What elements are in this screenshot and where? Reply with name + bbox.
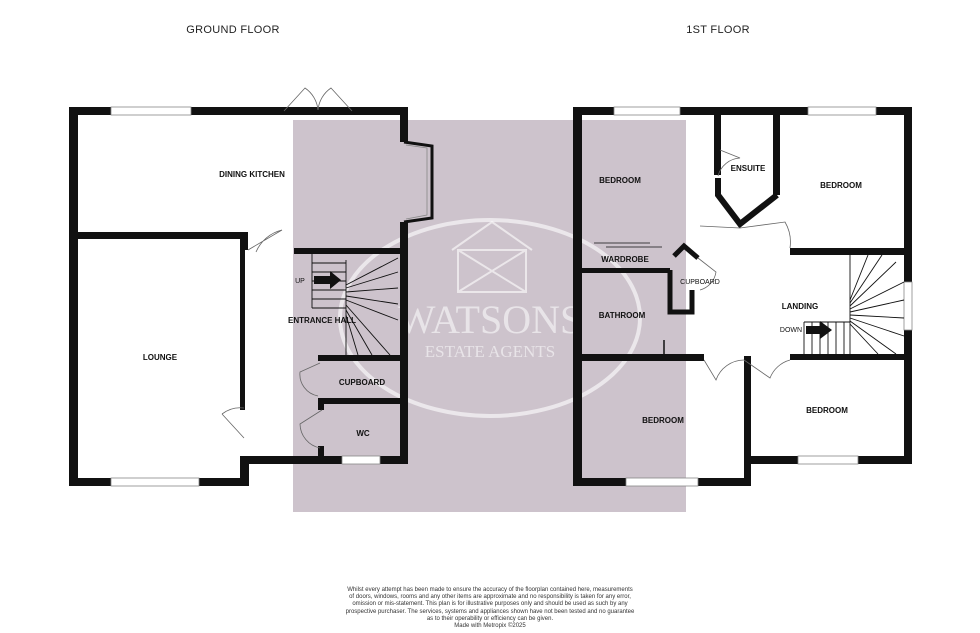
wall [318, 355, 400, 361]
room-label-cupboard: CUPBOARD [339, 378, 385, 387]
door-swing [299, 409, 323, 449]
wall [294, 248, 400, 254]
wall [318, 398, 324, 410]
stairs-down-label: DOWN [780, 327, 802, 334]
room-label-landing: LANDING [782, 302, 818, 311]
room-label-bathroom: BATHROOM [599, 311, 646, 320]
door-swing [743, 359, 791, 379]
window [807, 106, 877, 116]
room-label-bedroom-2: BEDROOM [820, 181, 862, 190]
wall [240, 456, 408, 464]
wall [78, 232, 248, 239]
room-label-bedroom-1: BEDROOM [599, 176, 641, 185]
stairs-up-label: UP [295, 278, 305, 285]
first-floor-plan: BEDROOM ENSUITE BEDROOM WARDROBE CUPBOAR… [573, 106, 913, 487]
disclaimer-line: as to their operability or efficiency ca… [426, 615, 554, 622]
wall [400, 107, 408, 142]
wall [318, 398, 400, 404]
room-label-lounge: LOUNGE [143, 353, 178, 362]
wall [69, 107, 78, 486]
wall [240, 250, 245, 410]
window [797, 455, 859, 465]
disclaimer-line: of doors, windows, rooms and any other i… [349, 594, 631, 601]
wall [69, 107, 405, 115]
wall [573, 107, 912, 115]
wall [773, 115, 780, 195]
wall [582, 268, 670, 273]
room-label-cupboard: CUPBOARD [680, 279, 720, 286]
wall [582, 354, 704, 361]
wall [240, 456, 249, 486]
door-swing [717, 149, 741, 177]
watermark-panel [293, 120, 686, 512]
wall [318, 446, 324, 456]
disclaimer-line: Whilst every attempt has been made to en… [347, 587, 633, 593]
window [903, 281, 913, 331]
room-label-wardrobe: WARDROBE [601, 255, 649, 264]
wall [790, 248, 904, 255]
watermark-ellipse [338, 218, 642, 418]
wall [744, 356, 751, 486]
first-floor-title: 1ST FLOOR [686, 24, 750, 36]
wall [672, 242, 700, 260]
wall [667, 270, 695, 315]
door-swing [299, 362, 321, 397]
watermark: WATSONS ESTATE AGENTS [293, 120, 686, 512]
watermark-house-icon [451, 220, 533, 293]
bay-window [403, 140, 434, 224]
room-label-wc: WC [356, 429, 370, 438]
wall [400, 222, 408, 464]
door-swing [247, 229, 283, 253]
window [110, 477, 200, 487]
window [110, 106, 192, 116]
wall [715, 178, 779, 229]
first-floor-stairs [803, 254, 905, 355]
door-swing [739, 221, 791, 249]
room-label-bedroom-3: BEDROOM [642, 416, 684, 425]
ground-floor-plan: DINING KITCHEN LOUNGE ENTRANCE HALL CUPB… [69, 87, 434, 487]
watermark-brand: WATSONS [398, 297, 582, 342]
made-with-credit: Made with Metropix ©2025 [454, 623, 526, 630]
bay-window-glass [405, 144, 428, 220]
wall [573, 107, 582, 486]
down-arrow-icon [806, 321, 832, 339]
wall [790, 354, 904, 360]
up-arrow-icon [314, 271, 341, 289]
room-label-bedroom-4: BEDROOM [806, 406, 848, 415]
room-label-entrance-hall: ENTRANCE HALL [288, 316, 356, 325]
french-doors [283, 87, 353, 112]
window [341, 455, 381, 465]
wall [240, 232, 248, 250]
door-swing [703, 359, 745, 381]
disclaimer: Whilst every attempt has been made to en… [300, 587, 680, 630]
door-swing [221, 407, 245, 439]
disclaimer-line: omission or mis-statement. This plan is … [352, 601, 628, 608]
ground-floor-title: GROUND FLOOR [186, 24, 279, 36]
door-swing [699, 225, 741, 229]
wall [714, 115, 721, 175]
door-swing [697, 257, 717, 291]
room-label-dining-kitchen: DINING KITCHEN [219, 170, 285, 179]
window [625, 477, 699, 487]
watermark-tagline: ESTATE AGENTS [425, 342, 555, 361]
window [613, 106, 681, 116]
disclaimer-line: prospective purchaser. The services, sys… [345, 608, 635, 615]
room-label-ensuite: ENSUITE [731, 164, 766, 173]
